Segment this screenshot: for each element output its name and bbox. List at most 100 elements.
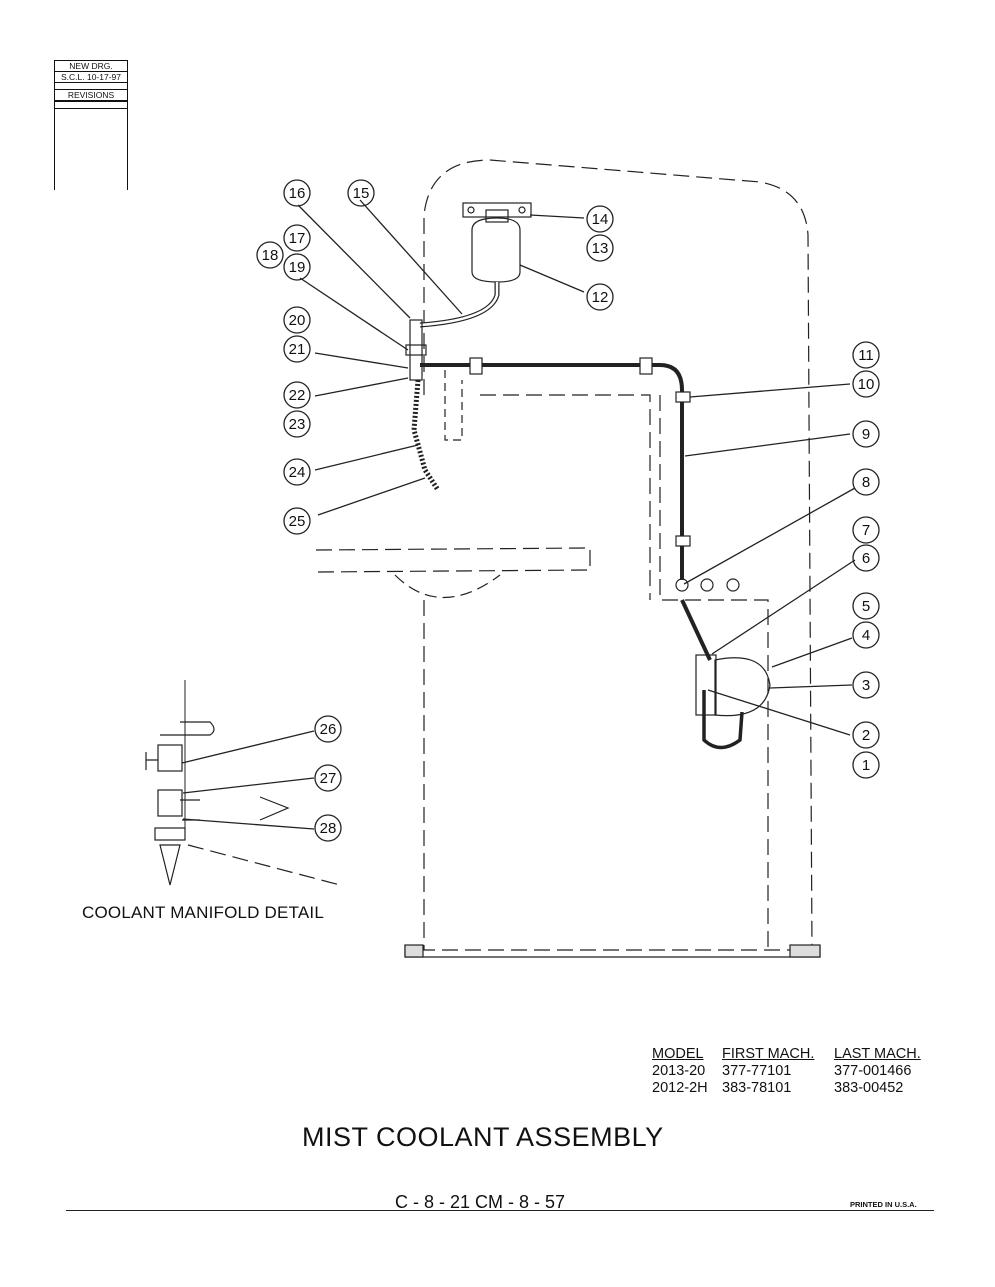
first-machine-cell: 377-77101 — [722, 1063, 792, 1079]
detail-nozzle — [159, 844, 181, 886]
svg-text:21: 21 — [289, 341, 306, 358]
callout-4: 4 — [852, 621, 880, 649]
revision-spacer — [55, 83, 127, 90]
callout-24: 24 — [283, 458, 311, 486]
detail-dash — [187, 844, 341, 886]
callout-6: 6 — [852, 544, 880, 572]
revision-date: S.C.L. 10-17-97 — [55, 72, 127, 83]
revision-spacer-2 — [55, 102, 127, 109]
svg-text:20: 20 — [289, 312, 306, 329]
callout-13: 13 — [586, 234, 614, 262]
model-cell: 2012-2H — [652, 1080, 708, 1096]
pump-hose — [680, 599, 712, 661]
last-machine-cell: 377-001466 — [834, 1063, 912, 1079]
svg-text:13: 13 — [592, 240, 609, 257]
svg-text:2: 2 — [862, 727, 870, 744]
svg-text:7: 7 — [862, 522, 870, 539]
base-foot-left — [404, 944, 424, 958]
svg-text:16: 16 — [289, 185, 306, 202]
callout-5: 5 — [852, 592, 880, 620]
header-last-machine: LAST MACH. — [834, 1046, 921, 1062]
detail-fitting — [180, 796, 290, 821]
air-pump — [714, 657, 771, 717]
callout-8: 8 — [852, 468, 880, 496]
callout-23: 23 — [283, 410, 311, 438]
callout-2: 2 — [852, 721, 880, 749]
svg-text:17: 17 — [289, 230, 306, 247]
base-foot-right — [789, 944, 821, 958]
svg-text:8: 8 — [862, 474, 870, 491]
svg-text:14: 14 — [592, 211, 609, 228]
callout-1: 1 — [852, 751, 880, 779]
detail-pipe — [160, 721, 215, 736]
page-code: C - 8 - 21 CM - 8 - 57 — [395, 1192, 566, 1212]
coolant-reservoir — [471, 217, 521, 283]
table-row: 2012-2H 383-78101 383-00452 — [652, 1080, 944, 1097]
work-table — [315, 547, 591, 573]
model-cell: 2013-20 — [652, 1063, 706, 1079]
callout-18: 18 — [256, 241, 284, 269]
svg-text:15: 15 — [353, 185, 370, 202]
callout-25: 25 — [283, 507, 311, 535]
svg-text:4: 4 — [862, 627, 870, 644]
callout-17: 17 — [283, 224, 311, 252]
manifold-body — [409, 319, 423, 381]
svg-text:25: 25 — [289, 513, 306, 530]
header-first-machine: FIRST MACH. — [722, 1046, 815, 1062]
pump-mount — [695, 654, 717, 716]
callout-15: 15 — [347, 179, 375, 207]
svg-text:11: 11 — [858, 347, 874, 364]
callout-12: 12 — [586, 283, 614, 311]
upper-guide-block — [444, 370, 463, 441]
callout-22: 22 — [283, 381, 311, 409]
page-title: MIST COOLANT ASSEMBLY — [302, 1122, 664, 1152]
header-model: MODEL — [652, 1046, 704, 1062]
svg-text:10: 10 — [858, 376, 875, 393]
last-machine-cell: 383-00452 — [834, 1080, 904, 1096]
callout-11: 11 — [852, 341, 880, 369]
svg-text:28: 28 — [320, 820, 337, 837]
callout-3: 3 — [852, 671, 880, 699]
detail-valve — [157, 744, 183, 772]
callout-19: 19 — [283, 253, 311, 281]
line-fitting — [675, 578, 689, 592]
svg-text:12: 12 — [592, 289, 609, 306]
pump-return-hose — [702, 690, 744, 750]
callout-28: 28 — [314, 814, 342, 842]
callout-20: 20 — [283, 306, 311, 334]
svg-text:26: 26 — [320, 721, 337, 738]
callout-9: 9 — [852, 420, 880, 448]
detail-label: COOLANT MANIFOLD DETAIL — [82, 903, 325, 922]
base-foot — [404, 945, 821, 958]
saw-base — [423, 600, 810, 951]
saw-frame-throat — [480, 394, 651, 600]
callout-7: 7 — [852, 516, 880, 544]
callout-10: 10 — [852, 370, 880, 398]
reservoir-cap — [485, 209, 509, 223]
printed-note: PRINTED IN U.S.A. — [850, 1200, 917, 1209]
flex-nozzle — [411, 379, 441, 492]
model-table: MODEL FIRST MACH. LAST MACH. 2013-20 377… — [652, 1046, 944, 1097]
callout-14: 14 — [586, 205, 614, 233]
svg-text:19: 19 — [289, 259, 306, 276]
callout-16: 16 — [283, 179, 311, 207]
svg-text:24: 24 — [289, 464, 306, 481]
revision-heading: REVISIONS — [55, 90, 127, 102]
svg-text:23: 23 — [289, 416, 306, 433]
coolant-line — [420, 363, 684, 580]
svg-text:5: 5 — [862, 598, 870, 615]
model-table-header: MODEL FIRST MACH. LAST MACH. — [652, 1046, 944, 1063]
svg-text:1: 1 — [862, 757, 870, 774]
svg-text:3: 3 — [862, 677, 870, 694]
svg-text:9: 9 — [862, 426, 870, 443]
reservoir-bracket — [462, 202, 532, 218]
table-row: 2013-20 377-77101 377-001466 — [652, 1063, 944, 1080]
callout-21: 21 — [283, 335, 311, 363]
svg-text:27: 27 — [320, 770, 337, 787]
saw-frame-throat-inner — [659, 395, 769, 950]
svg-text:6: 6 — [862, 550, 870, 567]
footer-rule — [66, 1210, 934, 1211]
saw-frame-outline — [423, 159, 813, 951]
first-machine-cell: 383-78101 — [722, 1080, 792, 1096]
